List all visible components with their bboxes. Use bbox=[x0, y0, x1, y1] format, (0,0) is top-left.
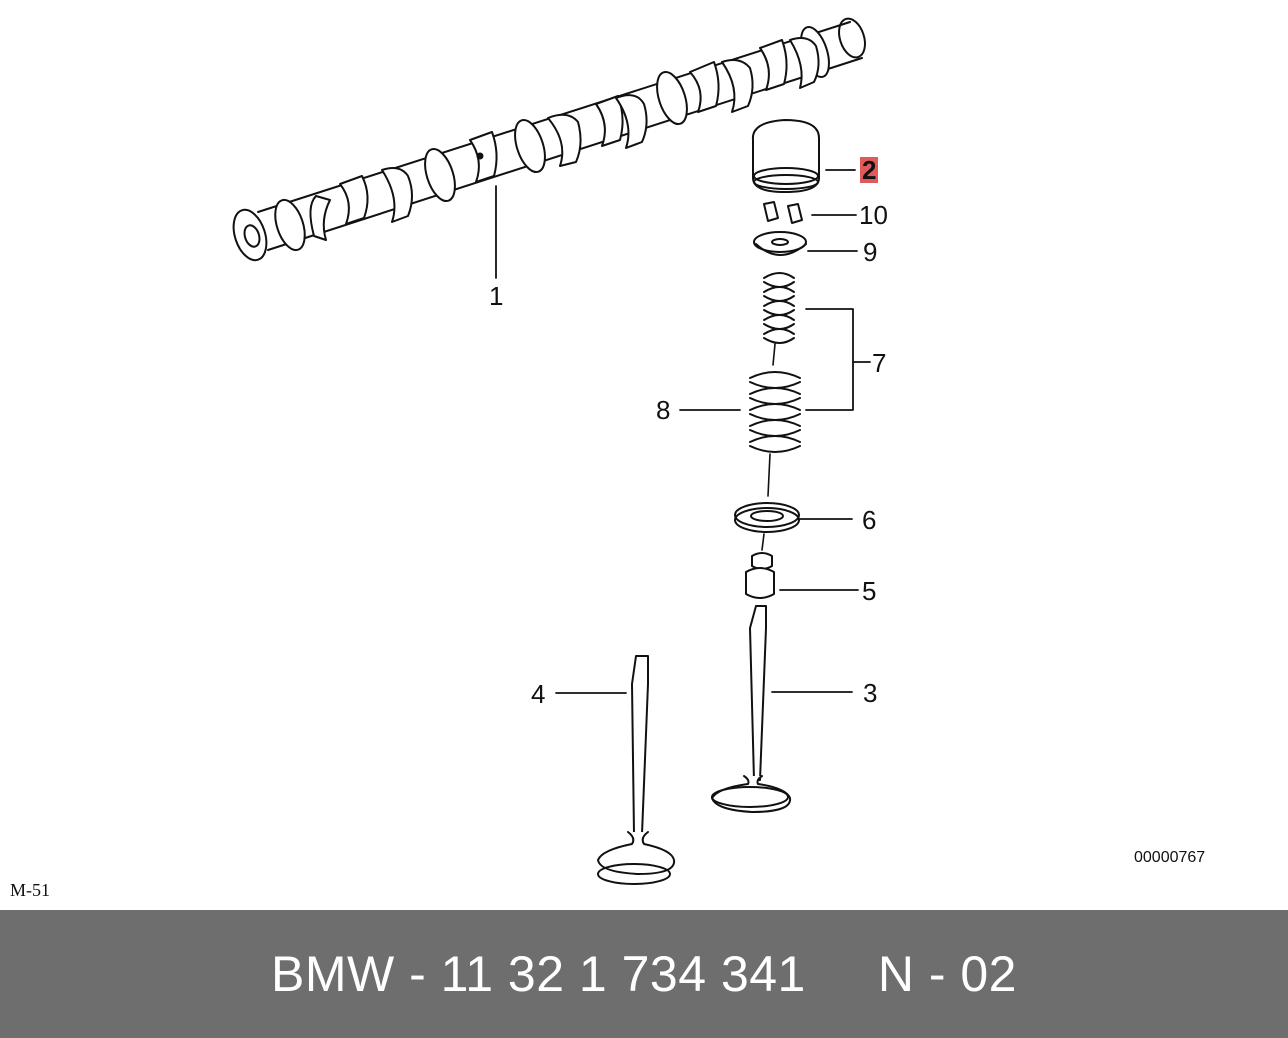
spring-seat-drawing bbox=[734, 502, 853, 551]
callout-3[interactable]: 3 bbox=[863, 678, 878, 708]
diagram-drawing bbox=[232, 17, 871, 885]
part-number-title: BMW - 11 32 1 734 341 N - 02 bbox=[271, 946, 1017, 1002]
parts-diagram: 1 2 3 4 5 6 7 8 9 10 00000767 M-51 bbox=[10, 17, 1206, 900]
callout-2-highlighted[interactable]: 2 bbox=[860, 155, 879, 185]
callout-5[interactable]: 5 bbox=[862, 576, 877, 606]
inner-spring-drawing bbox=[763, 272, 795, 366]
callout-1[interactable]: 1 bbox=[489, 281, 504, 311]
intake-valve-drawing bbox=[711, 605, 853, 813]
stem-seal-drawing bbox=[745, 552, 859, 599]
tappet-drawing bbox=[751, 119, 856, 193]
callout-6[interactable]: 6 bbox=[862, 505, 877, 535]
exhaust-valve-drawing bbox=[555, 655, 676, 885]
callout-8[interactable]: 8 bbox=[656, 395, 671, 425]
outer-spring-drawing bbox=[679, 371, 801, 497]
retainer-drawing bbox=[753, 231, 858, 256]
footer-bar: BMW - 11 32 1 734 341 N - 02 bbox=[0, 910, 1288, 1038]
model-label: M-51 bbox=[10, 880, 50, 900]
diagram-code: 00000767 bbox=[1134, 849, 1206, 866]
callout-7[interactable]: 7 bbox=[872, 348, 887, 378]
camshaft-drawing bbox=[232, 17, 866, 279]
bracket-7 bbox=[805, 308, 871, 411]
callout-10[interactable]: 10 bbox=[859, 200, 888, 230]
callout-4[interactable]: 4 bbox=[531, 679, 546, 709]
callout-9[interactable]: 9 bbox=[863, 237, 878, 267]
keeper-drawing bbox=[763, 201, 857, 224]
